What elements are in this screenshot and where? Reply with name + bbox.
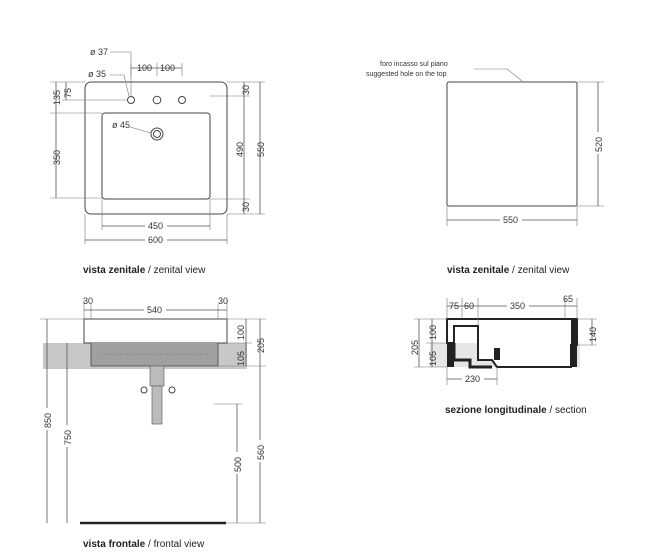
spacing-100-a: 100 [137,63,152,73]
dim-450: 450 [148,221,163,231]
dim-65-section: 65 [563,294,573,304]
hole-view-caption: vista zenitale / zenital view [447,265,570,276]
top-view: ø 37 ø 35 ø 45 100 100 135 75 350 30 490… [50,47,266,276]
dim-30-front-left: 30 [83,296,93,306]
dim-230-section: 230 [465,374,480,384]
hole-note-it: foro incasso sul piano [380,61,448,68]
dim-550-hole: 550 [503,215,518,225]
tap-hole-right [178,96,186,104]
dim-850: 850 [43,413,53,428]
top-view-caption: vista zenitale / zenital view [83,265,206,276]
section-drain [494,348,500,360]
dim-60-section: 60 [464,301,474,311]
dim-135: 135 [52,90,62,105]
bowl-outline [101,112,211,200]
spacing-100-b: 100 [160,63,175,73]
drain-hole-inner [153,130,161,138]
section-view-caption: sezione longitudinale / section [445,405,587,416]
dim-75: 75 [63,88,73,98]
dim-30-top: 30 [241,85,251,95]
front-view-caption: vista frontale / frontal view [83,539,205,550]
dim-500: 500 [233,457,243,472]
dim-100-section: 100 [428,325,438,340]
dim-105-section: 105 [428,351,438,366]
section-left-wall [447,343,454,367]
hole-35-label: ø 35 [88,69,106,79]
dim-75-section: 75 [449,301,459,311]
dim-100-front: 100 [236,325,246,340]
dim-205-section: 205 [410,340,420,355]
hole-view: foro incasso sul piano suggested hole on… [366,61,604,276]
dim-205-front: 205 [256,338,266,353]
dim-105-front: 105 [236,351,246,366]
tap-hole-left [127,96,135,104]
dim-350-section: 350 [510,301,525,311]
hole-37-label: ø 37 [90,47,108,57]
dim-560: 560 [256,445,266,460]
pipe-fitting-left [140,386,148,394]
trap-pipe [151,385,163,425]
dim-750: 750 [63,430,73,445]
dim-540: 540 [147,305,162,315]
dim-490: 490 [235,142,245,157]
dim-350: 350 [52,150,62,165]
basin-outline [84,81,228,215]
dim-600: 600 [148,235,163,245]
cutout-outline [446,81,578,207]
basin-front [83,318,228,344]
basin-recess [90,343,219,367]
dim-30-bottom: 30 [241,202,251,212]
front-view: 30 540 30 100 105 205 850 750 500 560 vi… [40,296,266,550]
dim-140-section: 140 [588,327,598,342]
hole-note-en: suggested hole on the top [366,71,447,78]
dim-30-front-right: 30 [218,296,228,306]
section-view: 75 60 350 65 205 105 100 140 230 sezione… [410,294,598,416]
tap-hole-center [152,95,162,105]
trap-body [149,365,165,387]
drain-hole [150,127,164,141]
drain-45-label: ø 45 [112,120,130,130]
dim-550: 550 [256,142,266,157]
dim-520: 520 [594,137,604,152]
pipe-fitting-right [168,386,176,394]
section-right-wall [571,319,577,367]
